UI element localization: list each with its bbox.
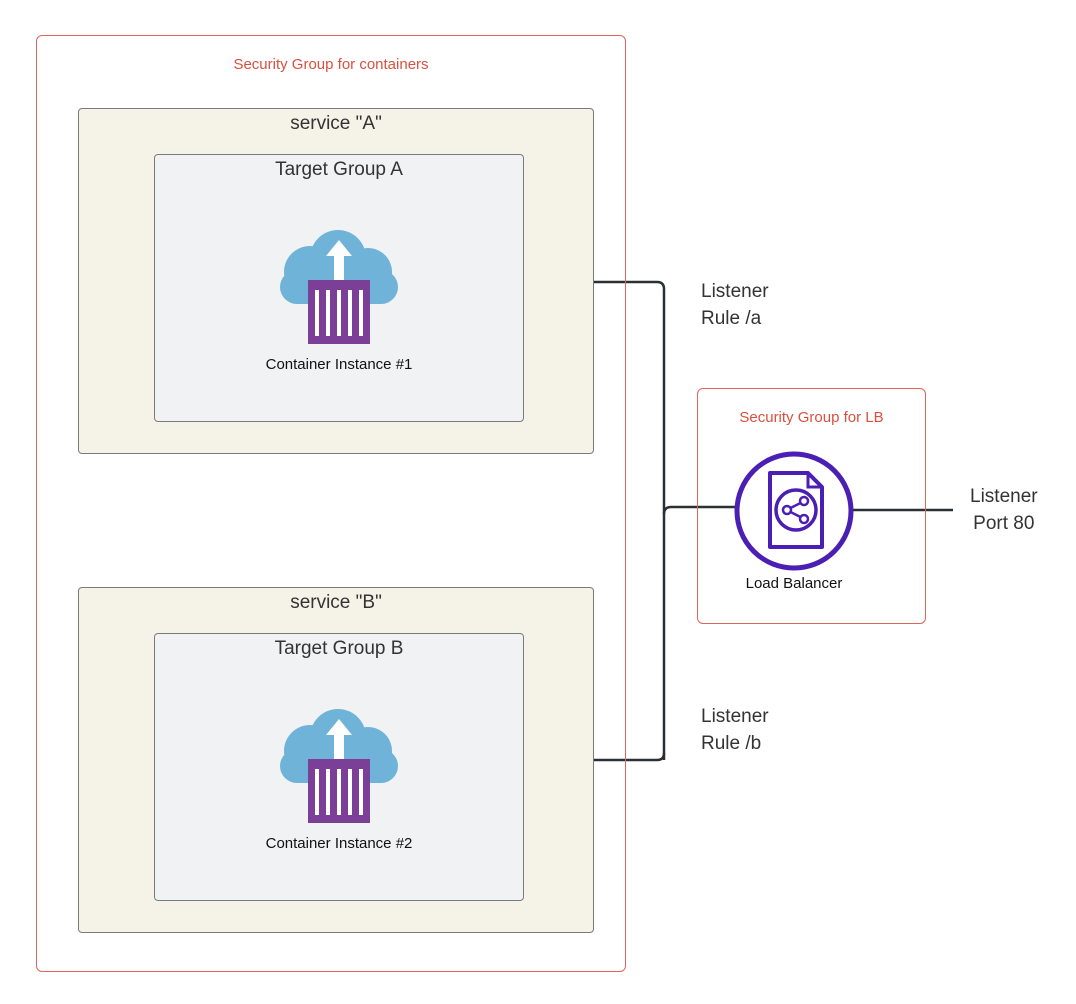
- listener-rule-b-label: Listener Rule /b: [701, 706, 769, 754]
- container-instance-1-label: Container Instance #1: [265, 356, 413, 373]
- security-group-lb: Security Group for LB: [697, 388, 926, 624]
- target-group-b-title: Target Group B: [274, 638, 404, 659]
- load-balancer-label: Load Balancer: [745, 575, 843, 592]
- container-instance-1-icon: [280, 230, 398, 344]
- service-a-title: service "A": [290, 113, 382, 134]
- container-instance-2-icon: [280, 709, 398, 823]
- service-b-title: service "B": [290, 592, 382, 613]
- connector-to-lb: [662, 505, 737, 515]
- load-balancer-share-icon: [734, 451, 854, 571]
- connector-service-a: [594, 280, 666, 760]
- listener-port-label: Listener Port 80: [970, 486, 1038, 534]
- connector-service-b: [594, 752, 666, 762]
- target-group-a-title: Target Group A: [275, 159, 403, 180]
- security-group-containers-title: Security Group for containers: [233, 56, 429, 73]
- listener-rule-a-label: Listener Rule /a: [701, 281, 769, 329]
- container-instance-2-label: Container Instance #2: [265, 835, 413, 852]
- security-group-lb-title: Security Group for LB: [739, 409, 884, 426]
- security-group-containers: Security Group for containers: [36, 35, 626, 972]
